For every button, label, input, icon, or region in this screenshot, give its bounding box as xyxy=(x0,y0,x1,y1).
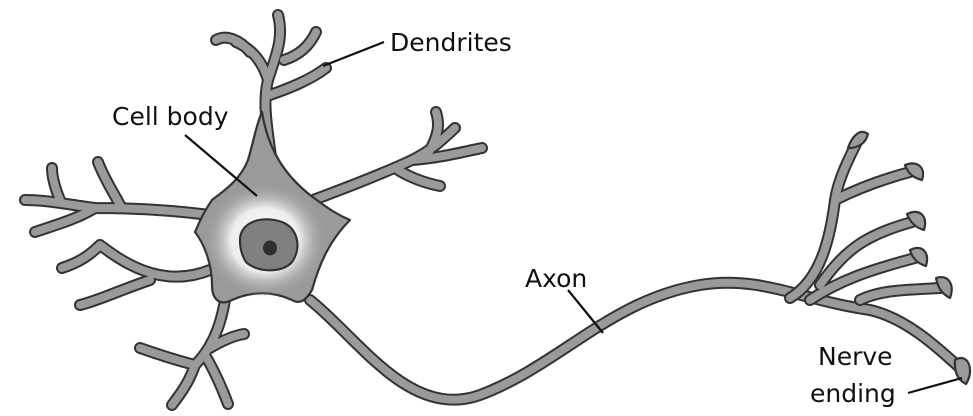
label-nerve-ending-line2: ending xyxy=(810,379,896,408)
label-nerve-ending-line1: Nerve xyxy=(818,342,893,371)
label-cell-body: Cell body xyxy=(112,102,229,131)
nucleolus xyxy=(263,241,277,256)
label-dendrites: Dendrites xyxy=(390,28,512,57)
nerve-ending-leader xyxy=(908,378,962,393)
terminal-bulb xyxy=(936,277,952,298)
axon-leader xyxy=(568,290,603,333)
dendrites-leader xyxy=(323,42,384,66)
terminal-bulb xyxy=(848,132,868,148)
label-axon: Axon xyxy=(525,264,587,293)
